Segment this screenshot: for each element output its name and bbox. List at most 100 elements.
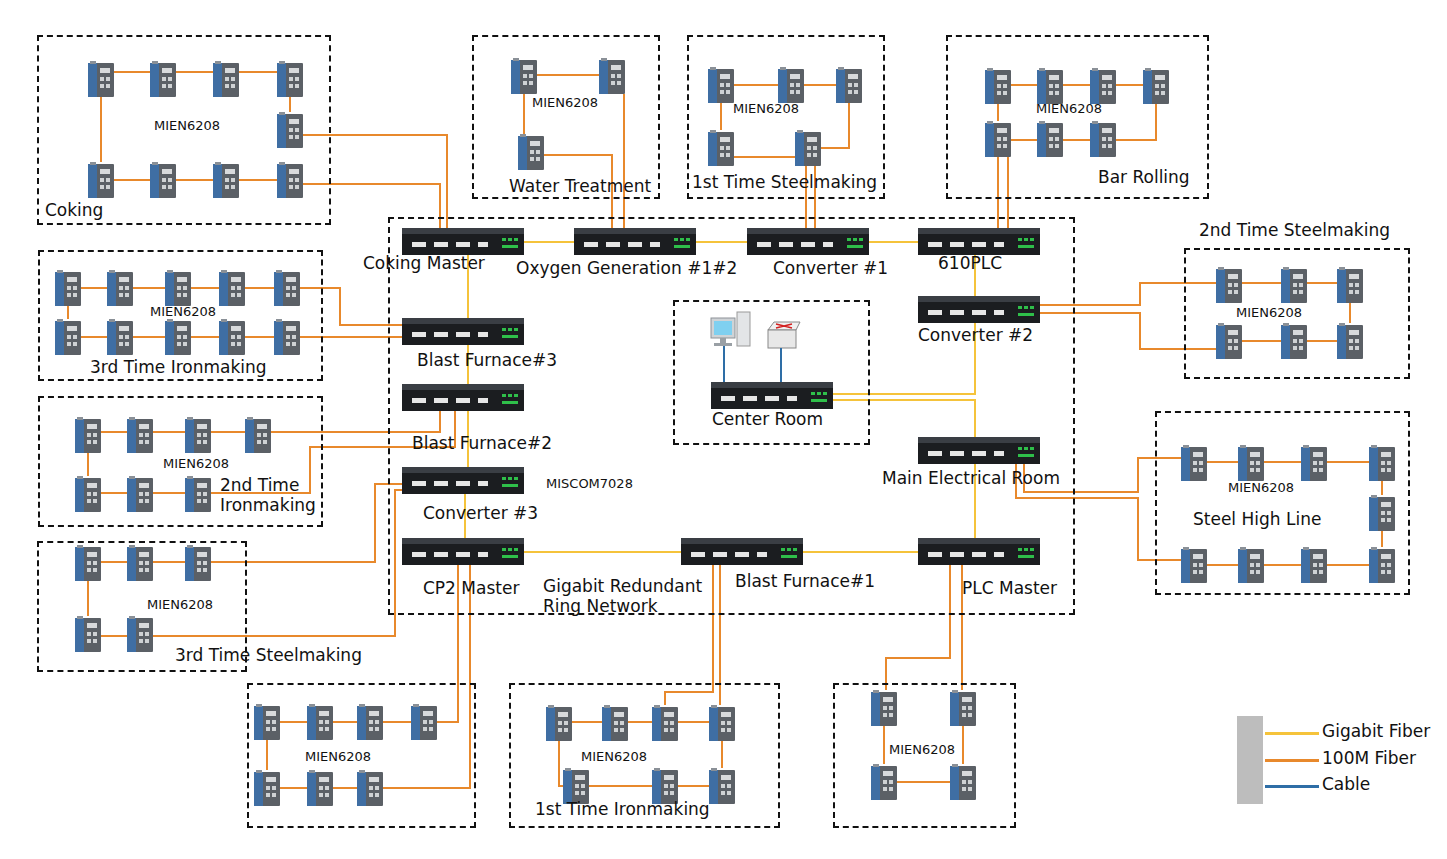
node-label: Bar Rolling: [1098, 168, 1190, 188]
industrial-switch-icon: [985, 68, 1011, 104]
legend-bar: [1237, 716, 1263, 804]
industrial-switch-icon: [985, 121, 1011, 157]
industrial-switch-icon: [75, 545, 101, 581]
fiber-100m-wire: [883, 726, 885, 764]
industrial-switch-icon: [219, 319, 245, 355]
fiber-100m-wire: [962, 726, 964, 764]
rack-switch-icon: [918, 296, 1040, 323]
industrial-switch-icon: [185, 545, 211, 581]
fiber-100m-wire: [153, 561, 185, 563]
model-label: MIEN6208: [733, 102, 799, 117]
industrial-switch-icon: [185, 417, 211, 453]
fiber-100m-wire: [720, 103, 722, 130]
node-label: Steel High Line: [1193, 510, 1321, 530]
core-switch: Converter #1: [747, 228, 869, 255]
fiber-100m-wire: [87, 453, 89, 476]
fiber-100m-wire: [303, 183, 331, 185]
fiber-100m-wire: [804, 84, 836, 86]
fiber-100m-link: [886, 565, 950, 683]
core-switch: Oxygen Generation #1#2: [574, 228, 696, 255]
industrial-switch-icon: [213, 162, 239, 198]
fiber-100m-link: [611, 199, 613, 228]
core-switch: Blast Furnace#2: [402, 384, 524, 411]
fiber-100m-wire: [1063, 139, 1090, 141]
node-label: 2nd Time Ironmaking: [220, 476, 332, 515]
fiber-100m-wire: [1116, 104, 1156, 140]
switch-group: 1st Time IronmakingMIEN6208: [509, 683, 780, 828]
rack-switch-icon: [918, 437, 1040, 464]
model-label: MIEN6208: [154, 119, 220, 134]
node-label: Center Room: [712, 410, 823, 430]
fiber-100m-wire: [81, 336, 107, 338]
core-switch: Converter #3: [402, 467, 524, 494]
model-label: MISCOM7028: [546, 477, 633, 492]
fiber-100m-wire: [300, 336, 323, 338]
fiber-100m-link: [1007, 199, 1009, 228]
fiber-100m-wire: [589, 785, 652, 787]
industrial-switch-icon: [709, 705, 735, 741]
fiber-100m-link: [323, 336, 402, 338]
industrial-switch-icon: [55, 270, 81, 306]
rack-switch-icon: [918, 538, 1040, 565]
fiber-100m-link: [1040, 283, 1184, 305]
model-label: MIEN6208: [147, 598, 213, 613]
model-label: MIEN6208: [581, 750, 647, 765]
fiber-100m-wire: [1007, 157, 1009, 199]
model-label: MIEN6208: [163, 457, 229, 472]
fiber-100m-wire: [1381, 481, 1383, 495]
switch-group: MIEN6208: [833, 683, 1016, 828]
model-label: MIEN6208: [1228, 481, 1294, 496]
node-label: Coking Master: [363, 254, 485, 274]
rack-switch-icon: [402, 467, 524, 494]
ring-network-zone: Gigabit Redundant Ring NetworkCoking Mas…: [388, 217, 1075, 615]
fiber-100m-wire: [100, 97, 102, 162]
rack-switch-icon: [402, 318, 524, 345]
industrial-switch-icon: [88, 61, 114, 97]
switch-group: CokingMIEN6208: [37, 35, 331, 225]
industrial-switch-icon: [277, 162, 303, 198]
industrial-switch-icon: [563, 768, 589, 804]
industrial-switch-icon: [127, 476, 153, 512]
fiber-100m-wire: [383, 721, 411, 723]
gigabit-fiber-link: [524, 551, 681, 553]
fiber-100m-link: [331, 135, 447, 228]
fiber-100m-wire: [559, 741, 563, 786]
legend-swatch: [1265, 759, 1319, 762]
fiber-100m-wire: [1116, 84, 1143, 86]
fiber-gigabit-wire: [833, 393, 870, 395]
node-label: Blast Furnace#2: [412, 434, 552, 454]
legend-label: Cable: [1322, 775, 1370, 795]
fiber-100m-wire: [101, 635, 127, 637]
node-label: Blast Furnace#3: [417, 351, 557, 371]
fiber-100m-wire: [333, 787, 357, 789]
gigabit-fiber-link: [803, 551, 918, 553]
industrial-switch-icon: [357, 704, 383, 740]
node-label: Blast Furnace#1: [735, 572, 875, 592]
industrial-switch-icon: [1037, 121, 1063, 157]
industrial-switch-icon: [1090, 121, 1116, 157]
industrial-switch-icon: [1216, 323, 1242, 359]
fiber-100m-wire: [821, 103, 849, 148]
fiber-100m-link: [331, 184, 440, 228]
gigabit-fiber-link: [870, 400, 975, 437]
fiber-100m-wire: [245, 336, 274, 338]
rack-switch-icon: [402, 228, 524, 255]
rack-switch-icon: [574, 228, 696, 255]
industrial-switch-icon: [75, 476, 101, 512]
fiber-100m-wire: [191, 287, 219, 289]
industrial-switch-icon: [75, 616, 101, 652]
control-room-zone: Center Room: [673, 300, 870, 445]
industrial-switch-icon: [1281, 267, 1307, 303]
industrial-switch-icon: [277, 112, 303, 148]
industrial-switch-icon: [127, 616, 153, 652]
core-switch: Blast Furnace#3: [402, 318, 524, 345]
industrial-switch-icon: [127, 545, 153, 581]
fiber-100m-wire: [1349, 303, 1351, 323]
fiber-100m-link: [323, 288, 402, 325]
fiber-100m-wire: [133, 336, 165, 338]
fiber-100m-wire: [1184, 282, 1216, 284]
fiber-100m-wire: [1207, 461, 1238, 463]
fiber-100m-wire: [437, 683, 458, 722]
fiber-100m-link: [997, 199, 999, 228]
legend-label: 100M Fiber: [1322, 749, 1416, 769]
